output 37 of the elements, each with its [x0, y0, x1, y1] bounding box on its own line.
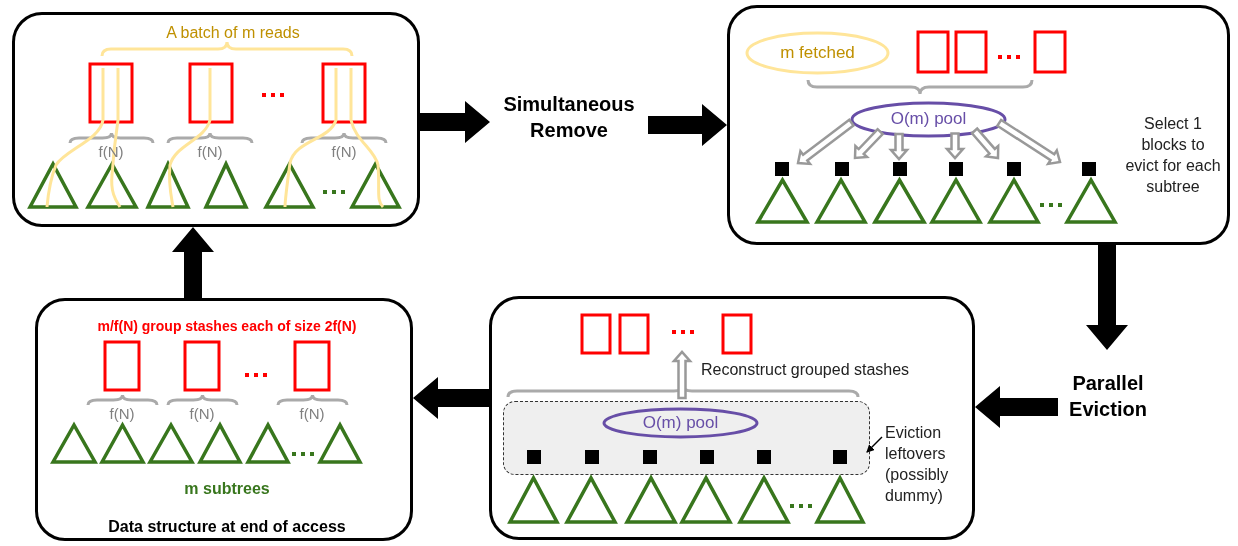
hollow-arrow — [995, 118, 1062, 166]
hollow-arrow — [796, 118, 856, 166]
size-label: f(N) — [108, 405, 136, 422]
step-label: Parallel Eviction — [1058, 350, 1158, 426]
pool-label: O(m) pool — [889, 108, 968, 131]
hollow-arrow — [671, 350, 693, 400]
stash-label: m/f(N) group stashes each of size 2f(N) — [96, 318, 358, 335]
dashed-region — [503, 401, 870, 475]
pool-ellipse — [602, 407, 759, 439]
pool-label: O(m) pool — [641, 411, 720, 434]
subtree-label: m subtrees — [183, 479, 271, 499]
block-arrow — [975, 386, 1058, 428]
hollow-arrow — [970, 126, 1000, 160]
batch-label: m fetched — [779, 41, 856, 64]
block-arrow — [648, 104, 727, 146]
size-label: f(N) — [188, 405, 216, 422]
batch-label: A batch of m reads — [165, 23, 301, 43]
block-arrow — [1086, 245, 1128, 350]
leader-arrow — [866, 436, 883, 453]
panel-caption: Data structure at end of access — [107, 517, 347, 537]
block-arrow — [413, 377, 489, 419]
step-label: Simultaneous Remove — [490, 90, 648, 144]
hollow-arrow — [944, 132, 966, 160]
size-label: f(N) — [298, 405, 326, 422]
hollow-arrow — [853, 127, 885, 160]
block-arrow — [172, 227, 214, 298]
note-text: Eviction leftovers (possibly dummy) — [885, 419, 979, 509]
step-panel — [12, 12, 420, 227]
note-text: Select 1 blocks to evict for each subtree — [1124, 114, 1222, 197]
size-label: f(N) — [196, 143, 224, 160]
size-label: f(N) — [330, 143, 358, 160]
step-panel — [489, 296, 975, 540]
note-text: Reconstruct grouped stashes — [701, 360, 911, 380]
block-arrow — [420, 101, 490, 143]
step-panel — [35, 298, 413, 541]
hollow-arrow — [888, 132, 910, 161]
fetched-ellipse — [745, 31, 890, 75]
